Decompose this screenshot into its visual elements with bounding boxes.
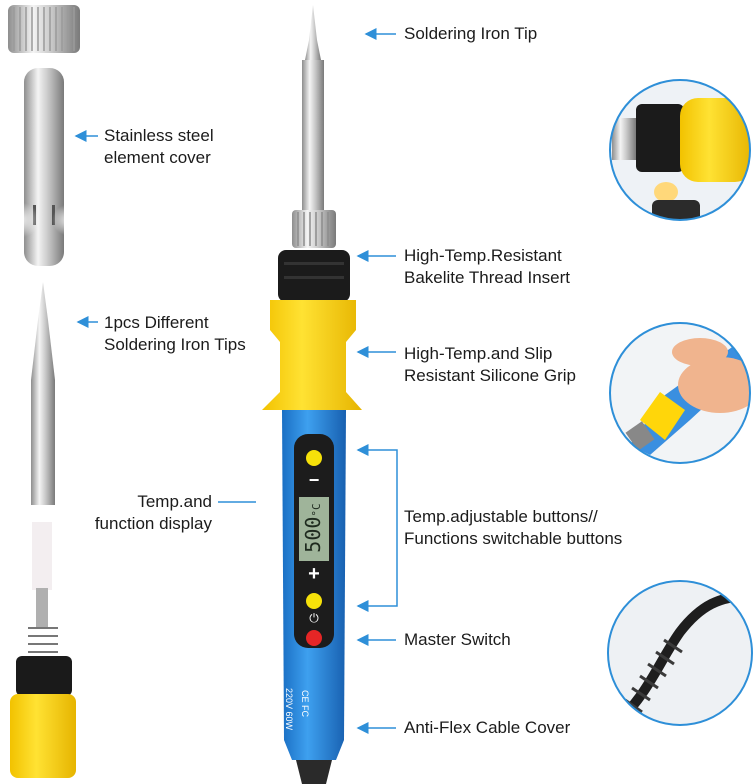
label-buttons: Temp.adjustable buttons// Functions swit… <box>404 506 622 550</box>
label-line: Bakelite Thread Insert <box>404 268 570 287</box>
detail-circle-cable <box>607 580 753 726</box>
power-symbol: ⏻ <box>309 611 319 625</box>
stainless-cover-part <box>0 68 88 266</box>
lcd-readout: 500°C <box>298 496 328 560</box>
soldering-iron <box>262 5 362 784</box>
detail-circle-grip <box>609 322 751 464</box>
label-line: Temp.and <box>137 492 212 511</box>
label-line: High-Temp.and Slip <box>404 344 553 363</box>
label-cable-cover: Anti-Flex Cable Cover <box>404 717 570 739</box>
label-silicone-grip: High-Temp.and Slip Resistant Silicone Gr… <box>404 343 576 387</box>
label-line: High-Temp.Resistant <box>404 246 562 265</box>
label-line: 1pcs Different <box>104 313 209 332</box>
label-element-cover: Stainless steel element cover <box>104 125 214 169</box>
up-button <box>306 450 322 466</box>
plus-symbol: + <box>308 563 320 585</box>
label-line: Anti-Flex Cable Cover <box>404 718 571 737</box>
label-display: Temp.and function display <box>60 491 212 535</box>
rating-text: 220V 60W <box>284 688 294 731</box>
lcd-unit: °C <box>310 503 323 517</box>
cert-marks: CE FC <box>300 690 310 717</box>
label-line: Soldering Iron Tips <box>104 335 246 354</box>
function-button <box>306 593 322 609</box>
minus-symbol: − <box>308 470 320 490</box>
label-line: Stainless steel <box>104 126 214 145</box>
detail-circle-insert <box>609 79 751 221</box>
heating-element-part <box>10 522 76 778</box>
knurled-nut-part <box>8 5 80 53</box>
label-master-switch: Master Switch <box>404 629 511 651</box>
label-line: Resistant Silicone Grip <box>404 366 576 385</box>
arrows <box>74 28 398 734</box>
label-line: Master Switch <box>404 630 511 649</box>
label-line: Functions switchable buttons <box>404 529 623 548</box>
label-line: Temp.adjustable buttons// <box>404 507 598 526</box>
label-line: element cover <box>104 148 211 167</box>
label-thread-insert: High-Temp.Resistant Bakelite Thread Inse… <box>404 245 570 289</box>
power-button <box>306 630 322 646</box>
label-line: function display <box>94 514 212 533</box>
label-soldering-iron-tip: Soldering Iron Tip <box>404 23 537 45</box>
lcd-temperature: 500 <box>301 516 325 553</box>
lcd-screen <box>299 497 329 561</box>
label-different-tips: 1pcs Different Soldering Iron Tips <box>104 312 246 356</box>
label-line: Soldering Iron Tip <box>404 24 538 43</box>
spare-tip-part <box>31 282 55 505</box>
